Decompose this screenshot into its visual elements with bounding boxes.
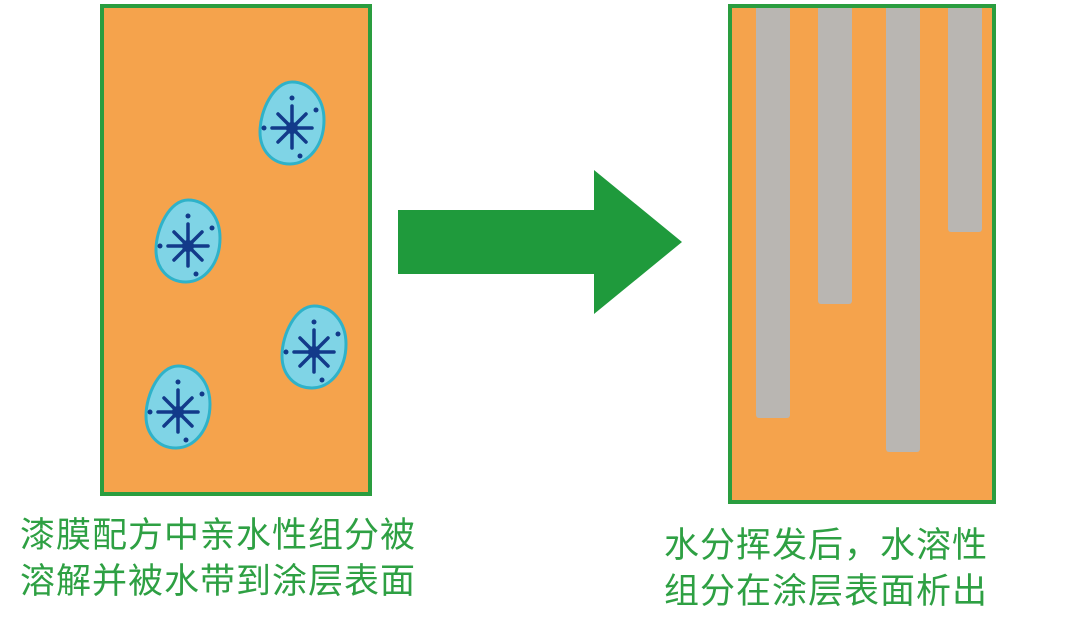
coating-before-panel xyxy=(100,4,372,496)
hydrophilic-droplet-icon xyxy=(144,364,212,450)
coating-after-panel xyxy=(728,4,996,504)
right-caption-line-2: 组分在涂层表面析出 xyxy=(664,572,989,612)
right-arrow-icon xyxy=(398,170,682,314)
right-caption: 水分挥发后，水溶性 组分在涂层表面析出 xyxy=(664,523,988,615)
hydrophilic-droplet-icon xyxy=(280,304,348,390)
precipitate-streak xyxy=(818,8,852,304)
left-caption-line-2: 溶解并被水带到涂层表面 xyxy=(20,562,417,602)
precipitate-streak xyxy=(886,8,920,452)
hydrophilic-droplet-icon xyxy=(154,198,222,284)
left-caption: 漆膜配方中亲水性组分被 溶解并被水带到涂层表面 xyxy=(20,513,416,605)
left-caption-line-1: 漆膜配方中亲水性组分被 xyxy=(20,516,417,556)
precipitate-streak xyxy=(948,8,982,232)
hydrophilic-droplet-icon xyxy=(258,80,326,166)
right-caption-line-1: 水分挥发后，水溶性 xyxy=(664,526,989,566)
precipitate-streak xyxy=(756,8,790,418)
